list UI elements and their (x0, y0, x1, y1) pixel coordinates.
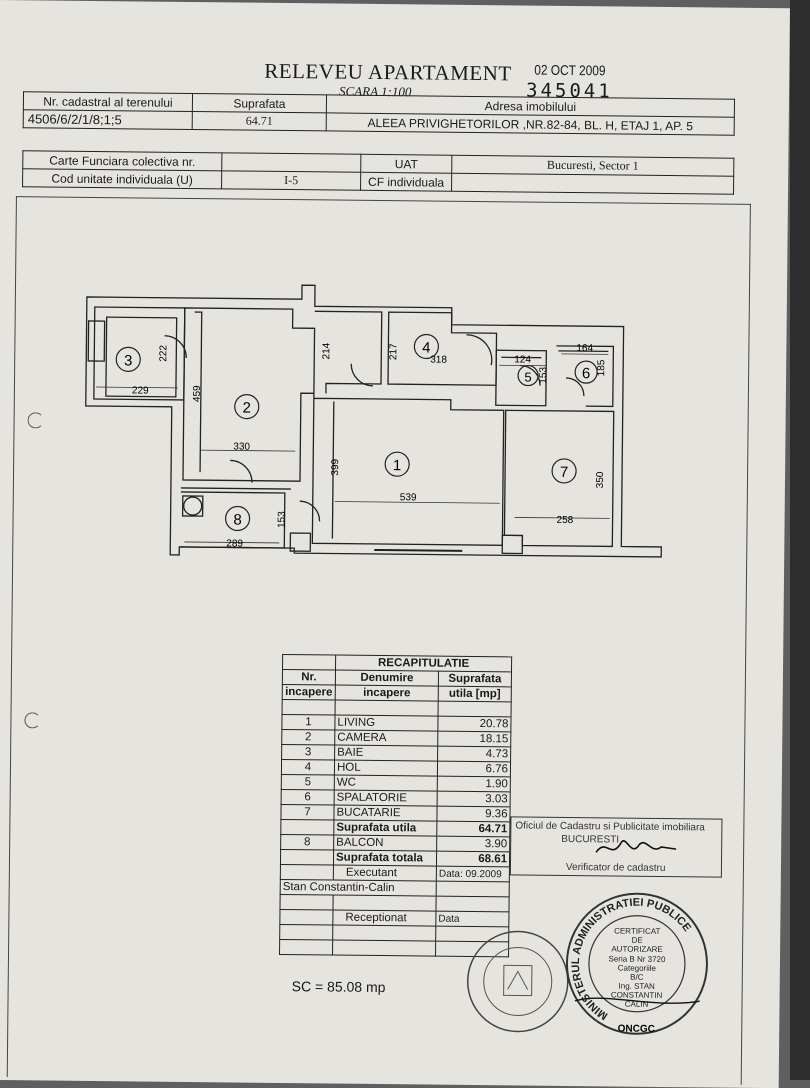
svg-text:Categoriile: Categoriile (618, 964, 657, 973)
floor-plan: 3 2 4 5 6 1 7 8 222 229 459 214 217 318 … (0, 0, 790, 608)
col-area-header: Suprafata (438, 671, 511, 687)
col-nr-header: incapere (282, 684, 335, 700)
room-label: 2 (242, 400, 251, 417)
room-label: 6 (582, 365, 591, 382)
dimension-label: 289 (226, 538, 243, 549)
dimension-label: 459 (192, 385, 203, 402)
executant-label: Executant (333, 865, 436, 881)
col-nr-header: Nr. (282, 669, 335, 685)
executant-date: Data: 09.2009 (436, 866, 509, 882)
executant-name: Stan Constantin-Calin (280, 879, 436, 896)
dimension-label: 539 (400, 492, 417, 503)
usable-area-label: Suprafata utila (334, 820, 437, 836)
room-label: 8 (233, 511, 242, 528)
recap-table: RECAPITULATIE Nr. Denumire Suprafata inc… (279, 654, 512, 957)
usable-area-value: 64.71 (437, 821, 510, 837)
total-area-value: 68.61 (436, 851, 509, 867)
dimension-label: 153 (538, 367, 549, 384)
office-stamp: Oficiul de Cadastru si Publicitate imobi… (510, 816, 723, 877)
round-stamp-small (463, 927, 572, 1036)
receptionat-label: Receptionat (333, 910, 436, 926)
svg-text:DE: DE (632, 936, 643, 945)
dimension-label: 399 (330, 458, 341, 475)
svg-text:B/C: B/C (630, 973, 644, 982)
dimension-label: 330 (233, 441, 250, 452)
room-label: 7 (560, 464, 569, 481)
dimension-label: 222 (158, 345, 169, 362)
room-label: 1 (393, 457, 402, 474)
svg-text:Ing. STAN: Ing. STAN (619, 982, 656, 991)
background-edge (790, 0, 810, 1080)
dimension-label: 124 (514, 354, 531, 365)
col-name-header: incapere (335, 685, 438, 701)
dimension-label: 318 (430, 355, 447, 366)
built-area-label: SC = 85.08 mp (292, 978, 386, 995)
dimension-label: 185 (596, 359, 607, 376)
room-label: 3 (124, 352, 133, 369)
receptionat-date: Data (436, 911, 509, 927)
room-label: 5 (524, 370, 531, 385)
dimension-label: 350 (595, 471, 606, 488)
svg-text:CERTIFICAT: CERTIFICAT (614, 926, 661, 935)
certificate-stamp: MINISTERUL ADMINISTRATIEI PUBLICE ONCGC … (564, 891, 711, 1038)
col-area-header: utila [mp] (438, 686, 511, 702)
svg-text:CONSTANTIN: CONSTANTIN (611, 990, 663, 1000)
signature (591, 832, 681, 863)
svg-text:AUTORIZARE: AUTORIZARE (611, 944, 663, 954)
document-page: RELEVEU APARTAMENT SCARA 1:100 02 OCT 20… (0, 0, 790, 1088)
dimension-label: 258 (557, 515, 574, 526)
dimension-label: 214 (321, 342, 332, 359)
binder-hole (24, 712, 40, 728)
col-name-header: Denumire (335, 670, 438, 686)
svg-text:ONCGC: ONCGC (618, 1024, 655, 1035)
dimension-label: 164 (576, 343, 593, 354)
dimension-label: 229 (132, 385, 149, 396)
dimension-label: 153 (276, 511, 287, 528)
dimension-label: 217 (388, 343, 399, 360)
total-area-label: Suprafata totala (333, 850, 436, 866)
